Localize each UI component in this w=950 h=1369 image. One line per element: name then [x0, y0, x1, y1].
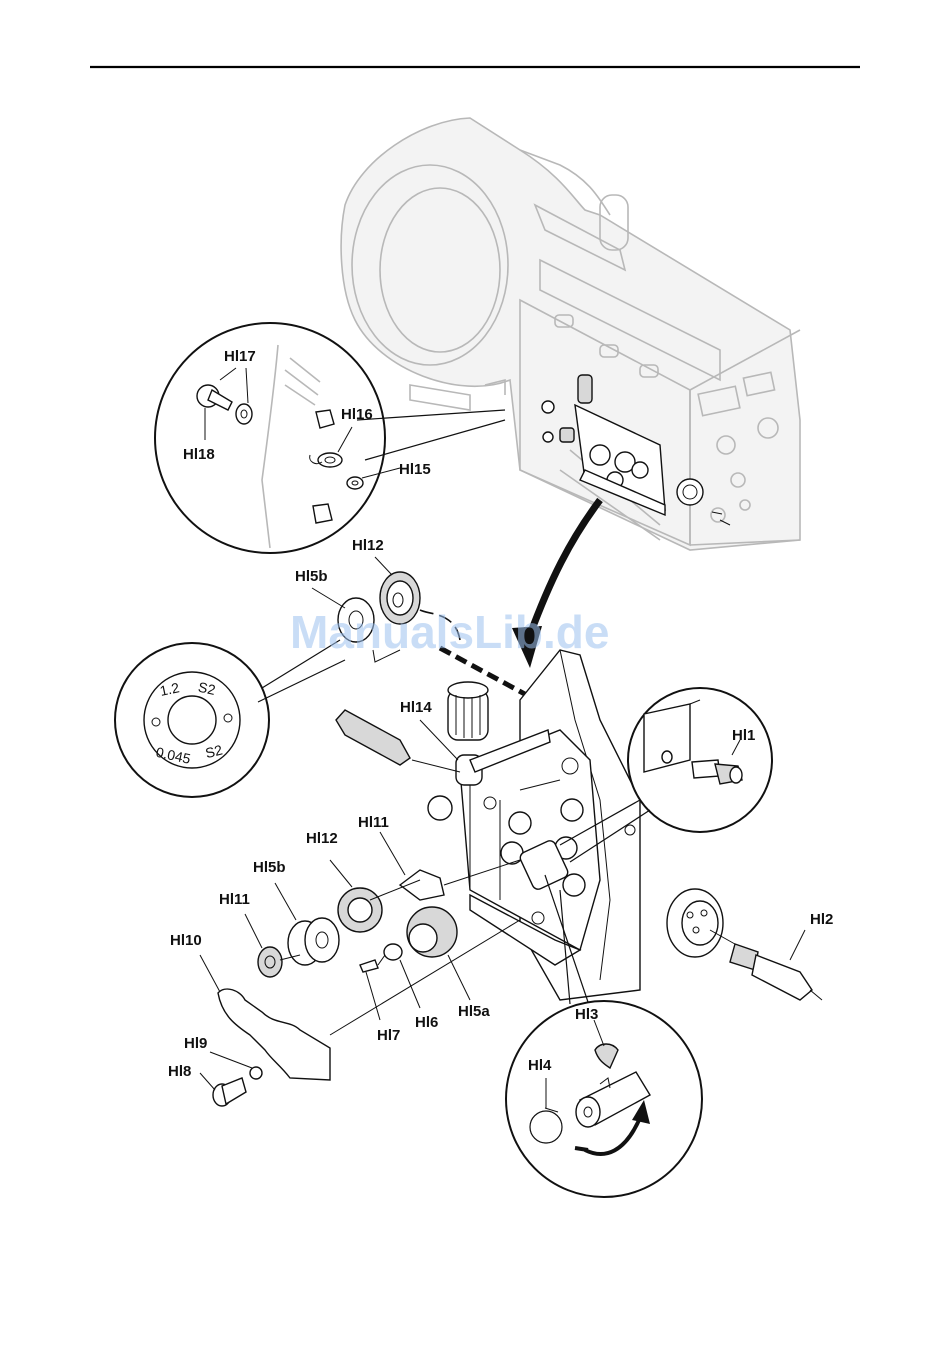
callout-hl18: Hl18: [183, 446, 215, 463]
callout-hl5a: Hl5a: [458, 1003, 490, 1020]
callout-hl6: Hl6: [415, 1014, 438, 1031]
screw-hl8-washer-hl9: [200, 1052, 262, 1106]
callout-hl17: Hl17: [224, 348, 256, 365]
callout-hl14: Hl14: [400, 699, 432, 716]
cover-plate-hl10: [200, 920, 520, 1080]
callout-hl12-top: Hl12: [352, 537, 384, 554]
callout-hl8: Hl8: [168, 1063, 191, 1080]
callout-hl4: Hl4: [528, 1057, 552, 1074]
callout-hl2: Hl2: [810, 911, 833, 928]
callout-hl5b-mid: Hl5b: [253, 859, 286, 876]
callout-hl3: Hl3: [575, 1006, 598, 1023]
callout-hl1: Hl1: [732, 727, 755, 744]
roller-marking-circle: 1.2 S2 0.045 S2: [115, 640, 345, 797]
inlet-guide-hl2: [667, 889, 822, 1000]
callout-hl11-mid: Hl11: [358, 814, 389, 831]
callout-hl9: Hl9: [184, 1035, 207, 1052]
watermark: ManualsLib.de: [290, 606, 609, 658]
wire-feeder-housing-ghost: [341, 118, 800, 550]
callout-hl10: Hl10: [170, 932, 202, 949]
callout-hl12-mid: Hl12: [306, 830, 338, 847]
callout-hl15: Hl15: [399, 461, 431, 478]
callout-hl7: Hl7: [377, 1027, 400, 1044]
callout-hl5b-top: Hl5b: [295, 568, 328, 585]
callout-hl16: Hl16: [341, 406, 373, 423]
callout-hl11-left: Hl11: [219, 891, 250, 908]
